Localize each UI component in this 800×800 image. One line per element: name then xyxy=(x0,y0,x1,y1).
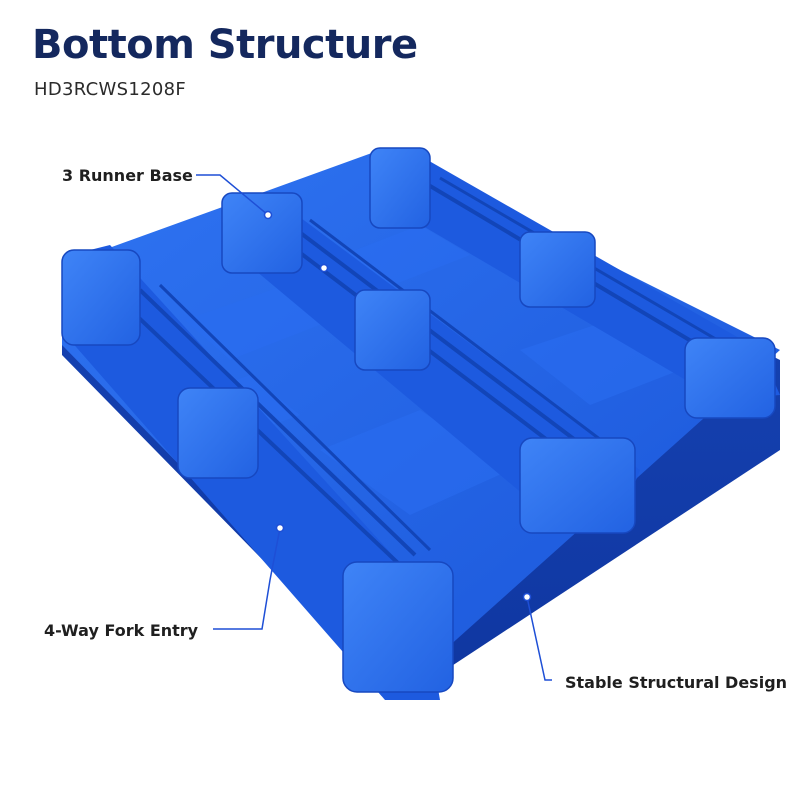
runner-marker-icon xyxy=(263,210,273,220)
callout-3-runner-base: 3 Runner Base xyxy=(62,166,193,185)
page-title: Bottom Structure xyxy=(32,22,418,68)
callout-4-way-fork-entry: 4-Way Fork Entry xyxy=(44,621,199,640)
model-number: HD3RCWS1208F xyxy=(34,79,187,100)
callout-stable-structural-design: Stable Structural Design xyxy=(565,673,788,692)
runner-marker-icon xyxy=(319,263,329,273)
callout-dots xyxy=(263,210,532,602)
pallet-blocks xyxy=(61,147,776,693)
structure-marker-icon xyxy=(522,592,532,602)
fork-entry-marker-icon xyxy=(275,523,285,533)
callout-lines xyxy=(196,174,552,681)
